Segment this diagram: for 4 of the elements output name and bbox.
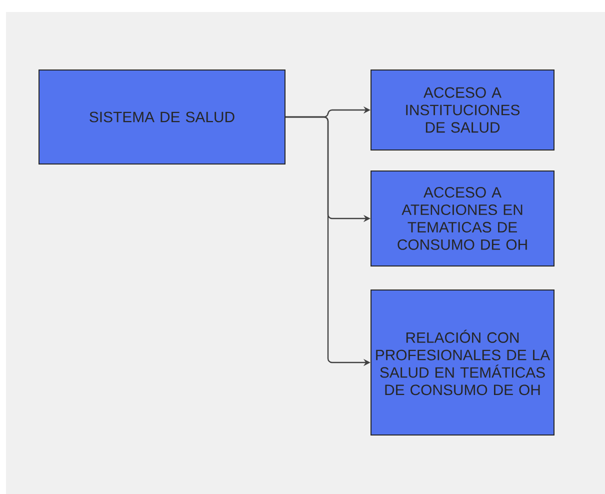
process-box: SISTEMA DE SALUD [38,69,286,164]
process-box: RELACIÓN CON PROFESIONALES DE LA SALUD EN TEMÁTICAS DE CONSUMO DE OH [370,289,554,436]
process-box: ACCESO A INSTITUCIONES DE SALUD [370,69,554,150]
process-box: ACCESO A ATENCIONES EN TEMATICAS DE CONSUMO DE OH [370,170,554,266]
